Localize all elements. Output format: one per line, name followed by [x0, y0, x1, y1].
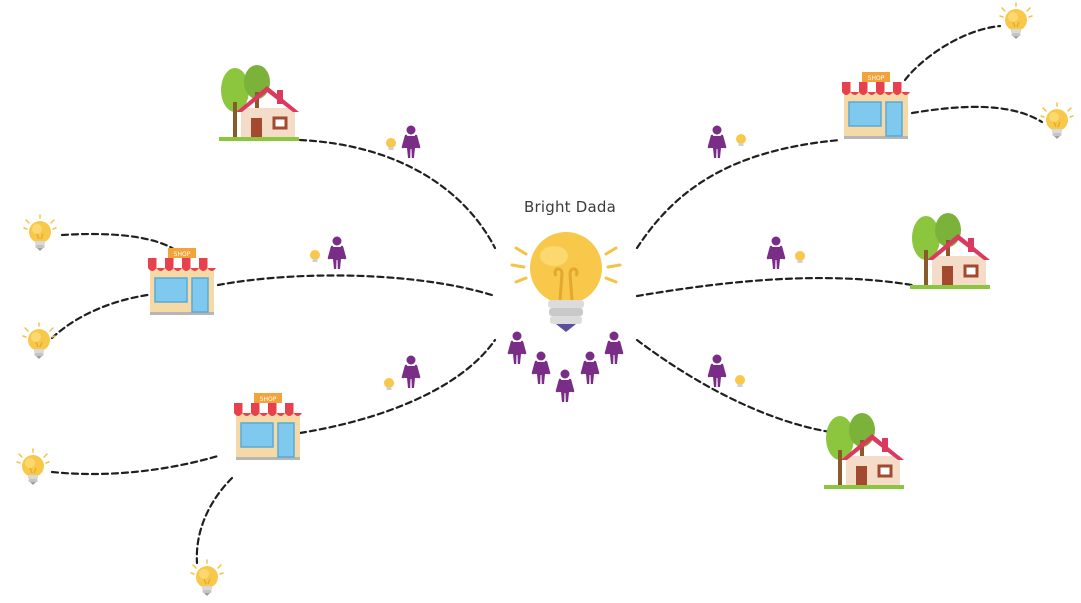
- house-icon: [217, 63, 301, 143]
- connector-shop-bulb-2: [910, 105, 1044, 124]
- house-icon: [908, 211, 992, 291]
- connector-right-middle-house: [635, 277, 914, 298]
- house-icon: [822, 411, 906, 491]
- small-lightbulb-icon: [310, 250, 320, 262]
- small-lightbulb-icon: [735, 375, 745, 387]
- connector-bottom-shop-bulb-1: [50, 454, 220, 476]
- connector-left-bottom-shop: [298, 338, 497, 435]
- small-lightbulb-icon: [795, 251, 805, 263]
- person-icon: [707, 353, 727, 389]
- central-lightbulb-icon: [510, 232, 622, 332]
- person-icon: [327, 235, 347, 271]
- small-lightbulb-icon: [1040, 102, 1074, 140]
- shop-icon: [233, 392, 303, 461]
- connector-right-bottom-house: [635, 338, 832, 434]
- shop-icon: [841, 71, 911, 140]
- connector-left-middle-shop: [216, 274, 497, 298]
- small-lightbulb-icon: [386, 138, 396, 150]
- center-title: Bright Dada: [524, 198, 616, 216]
- connector-left-shop-bulb-1: [60, 232, 187, 260]
- small-lightbulb-icon: [22, 322, 56, 360]
- shop-icon: [147, 247, 217, 316]
- person-icon: [707, 124, 727, 160]
- connector-shop-bulb-1: [903, 24, 1002, 82]
- person-icon: [580, 350, 600, 386]
- connector-lines: [50, 24, 1044, 565]
- small-lightbulb-icon: [736, 134, 746, 146]
- person-icon: [555, 368, 575, 404]
- person-icon: [401, 354, 421, 390]
- small-lightbulb-icon: [16, 448, 50, 486]
- small-lightbulb-icon: [190, 559, 224, 597]
- small-lightbulb-icon: [23, 214, 57, 252]
- person-icon: [766, 235, 786, 271]
- connector-left-shop-bulb-2: [50, 292, 157, 340]
- people-group: [507, 330, 624, 404]
- person-icon: [507, 330, 527, 366]
- person-icon: [604, 330, 624, 366]
- small-lightbulb-icon: [999, 2, 1033, 40]
- person-icon: [401, 124, 421, 160]
- connector-bottom-shop-bulb-2: [195, 476, 234, 565]
- connector-right-top-shop: [635, 138, 842, 250]
- person-icon: [531, 350, 551, 386]
- connector-left-top-house: [298, 138, 497, 250]
- small-lightbulb-icon: [384, 378, 394, 390]
